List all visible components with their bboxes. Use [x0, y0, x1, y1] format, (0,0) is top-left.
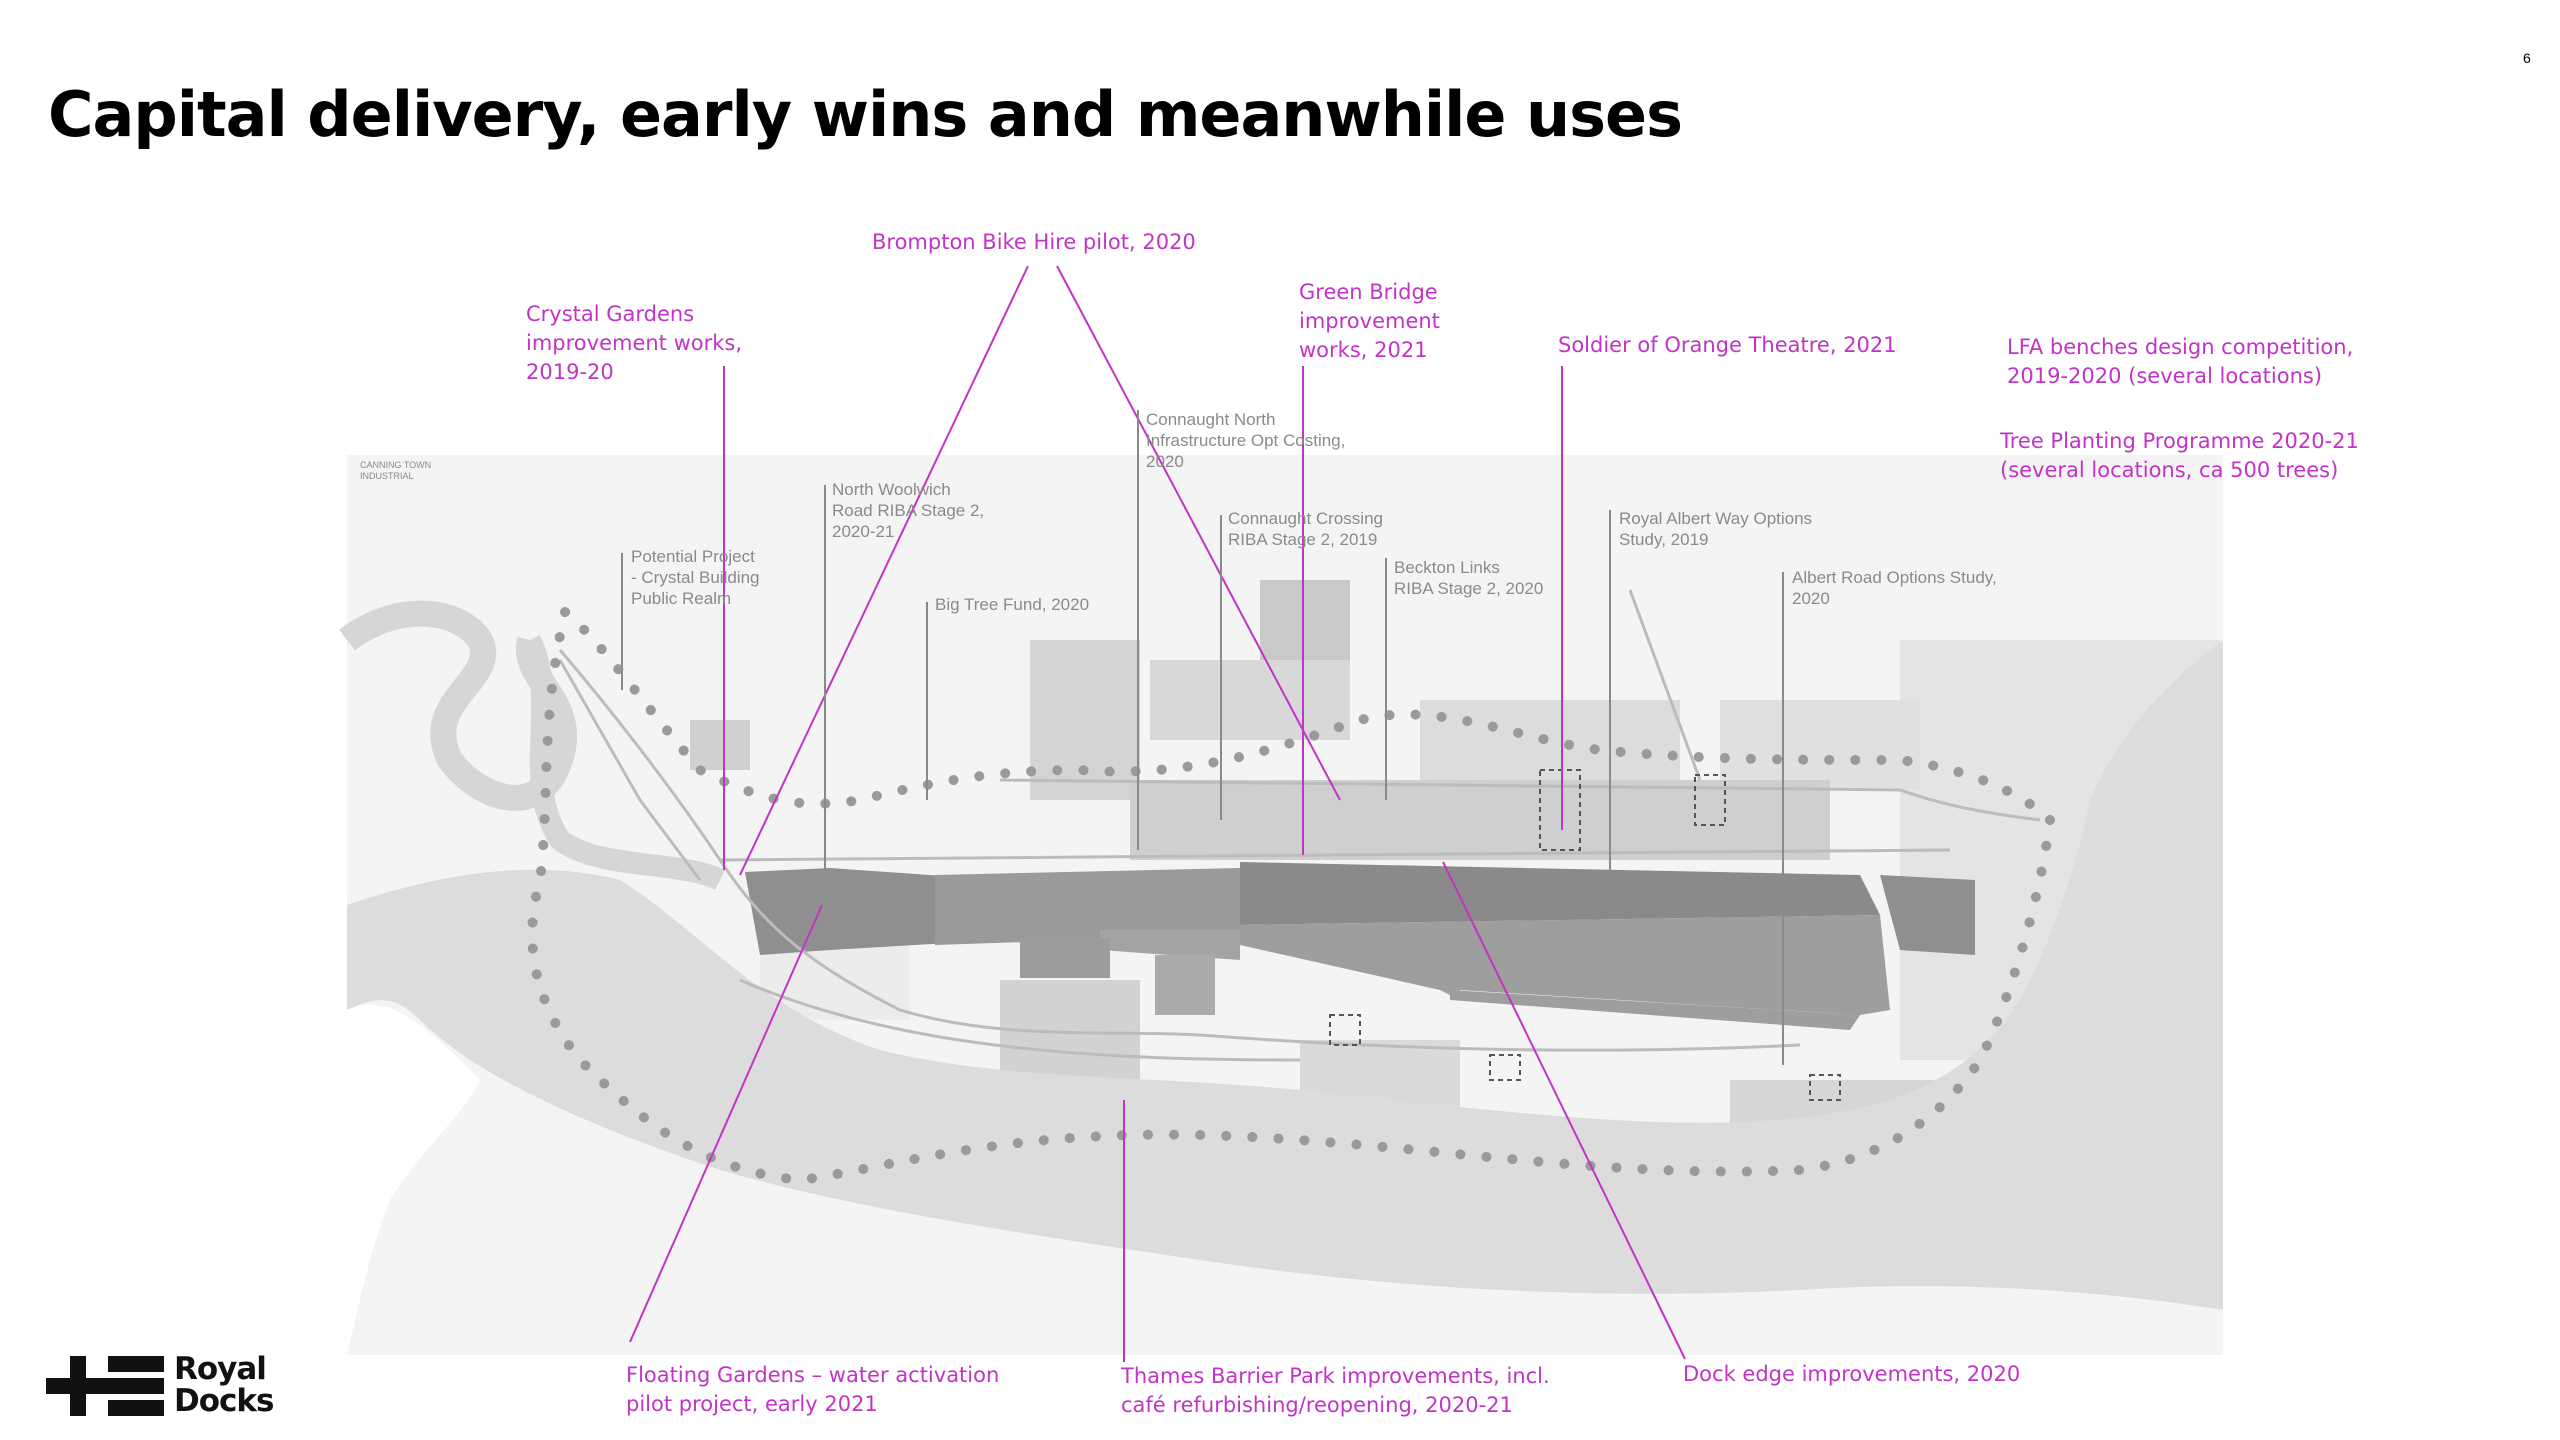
- map-label-beckton-links: Beckton Links RIBA Stage 2, 2020: [1394, 558, 1544, 598]
- map-label-royal-albert-way: Royal Albert Way Options Study, 2019: [1619, 509, 1813, 549]
- annotation-lfa-benches: LFA benches design competition, 2019-202…: [2007, 335, 2354, 388]
- site-boxes: [1329, 769, 1841, 1101]
- roads: [558, 589, 2041, 1062]
- annotation-tree-planting: Tree Planting Programme 2020-21 (several…: [2000, 429, 2359, 482]
- page-title: Capital delivery, early wins and meanwhi…: [48, 78, 1683, 151]
- page-number: 6: [2523, 50, 2531, 66]
- map-label-north-woolwich: North Woolwich Road RIBA Stage 2, 2020-2…: [832, 480, 985, 541]
- royal-docks-logo-icon: [46, 1356, 164, 1416]
- annotation-leader-lines: [629, 265, 1686, 1362]
- annotation-soldier-of-orange: Soldier of Orange Theatre, 2021: [1558, 333, 1897, 357]
- annotation-brompton-bike-hire: Brompton Bike Hire pilot, 2020: [872, 230, 1196, 254]
- map-label-connaught-north: Connaught North Infrastructure Opt Costi…: [1146, 410, 1346, 471]
- map-label-leader-lines: [621, 410, 1784, 1065]
- map-label-connaught-crossing: Connaught Crossing RIBA Stage 2, 2019: [1228, 509, 1383, 549]
- annotation-floating-gardens: Floating Gardens – water activation pilo…: [626, 1363, 1000, 1416]
- map-label-big-tree-fund: Big Tree Fund, 2020: [935, 595, 1090, 614]
- river-thames: [347, 640, 2223, 1310]
- annotation-crystal-gardens: Crystal Gardens improvement works, 2019-…: [526, 302, 743, 384]
- boundary-dots: [527, 607, 2056, 1186]
- map-place-name: CANNING TOWN INDUSTRIAL: [360, 460, 432, 481]
- map-label-potential-project: Potential Project - Crystal Building Pub…: [631, 547, 760, 608]
- map-label-albert-road: Albert Road Options Study, 2020: [1792, 568, 1997, 608]
- annotation-green-bridge: Green Bridge improvement works, 2021: [1299, 280, 1440, 362]
- annotation-thames-barrier-park: Thames Barrier Park improvements, incl. …: [1121, 1364, 1550, 1417]
- annotation-dock-edge: Dock edge improvements, 2020: [1683, 1362, 2021, 1386]
- river-bank-lower: [347, 1004, 480, 1355]
- logo-wordmark: Royal Docks: [174, 1351, 274, 1419]
- river-lea-lower: [519, 635, 725, 891]
- river-lea: [339, 600, 578, 811]
